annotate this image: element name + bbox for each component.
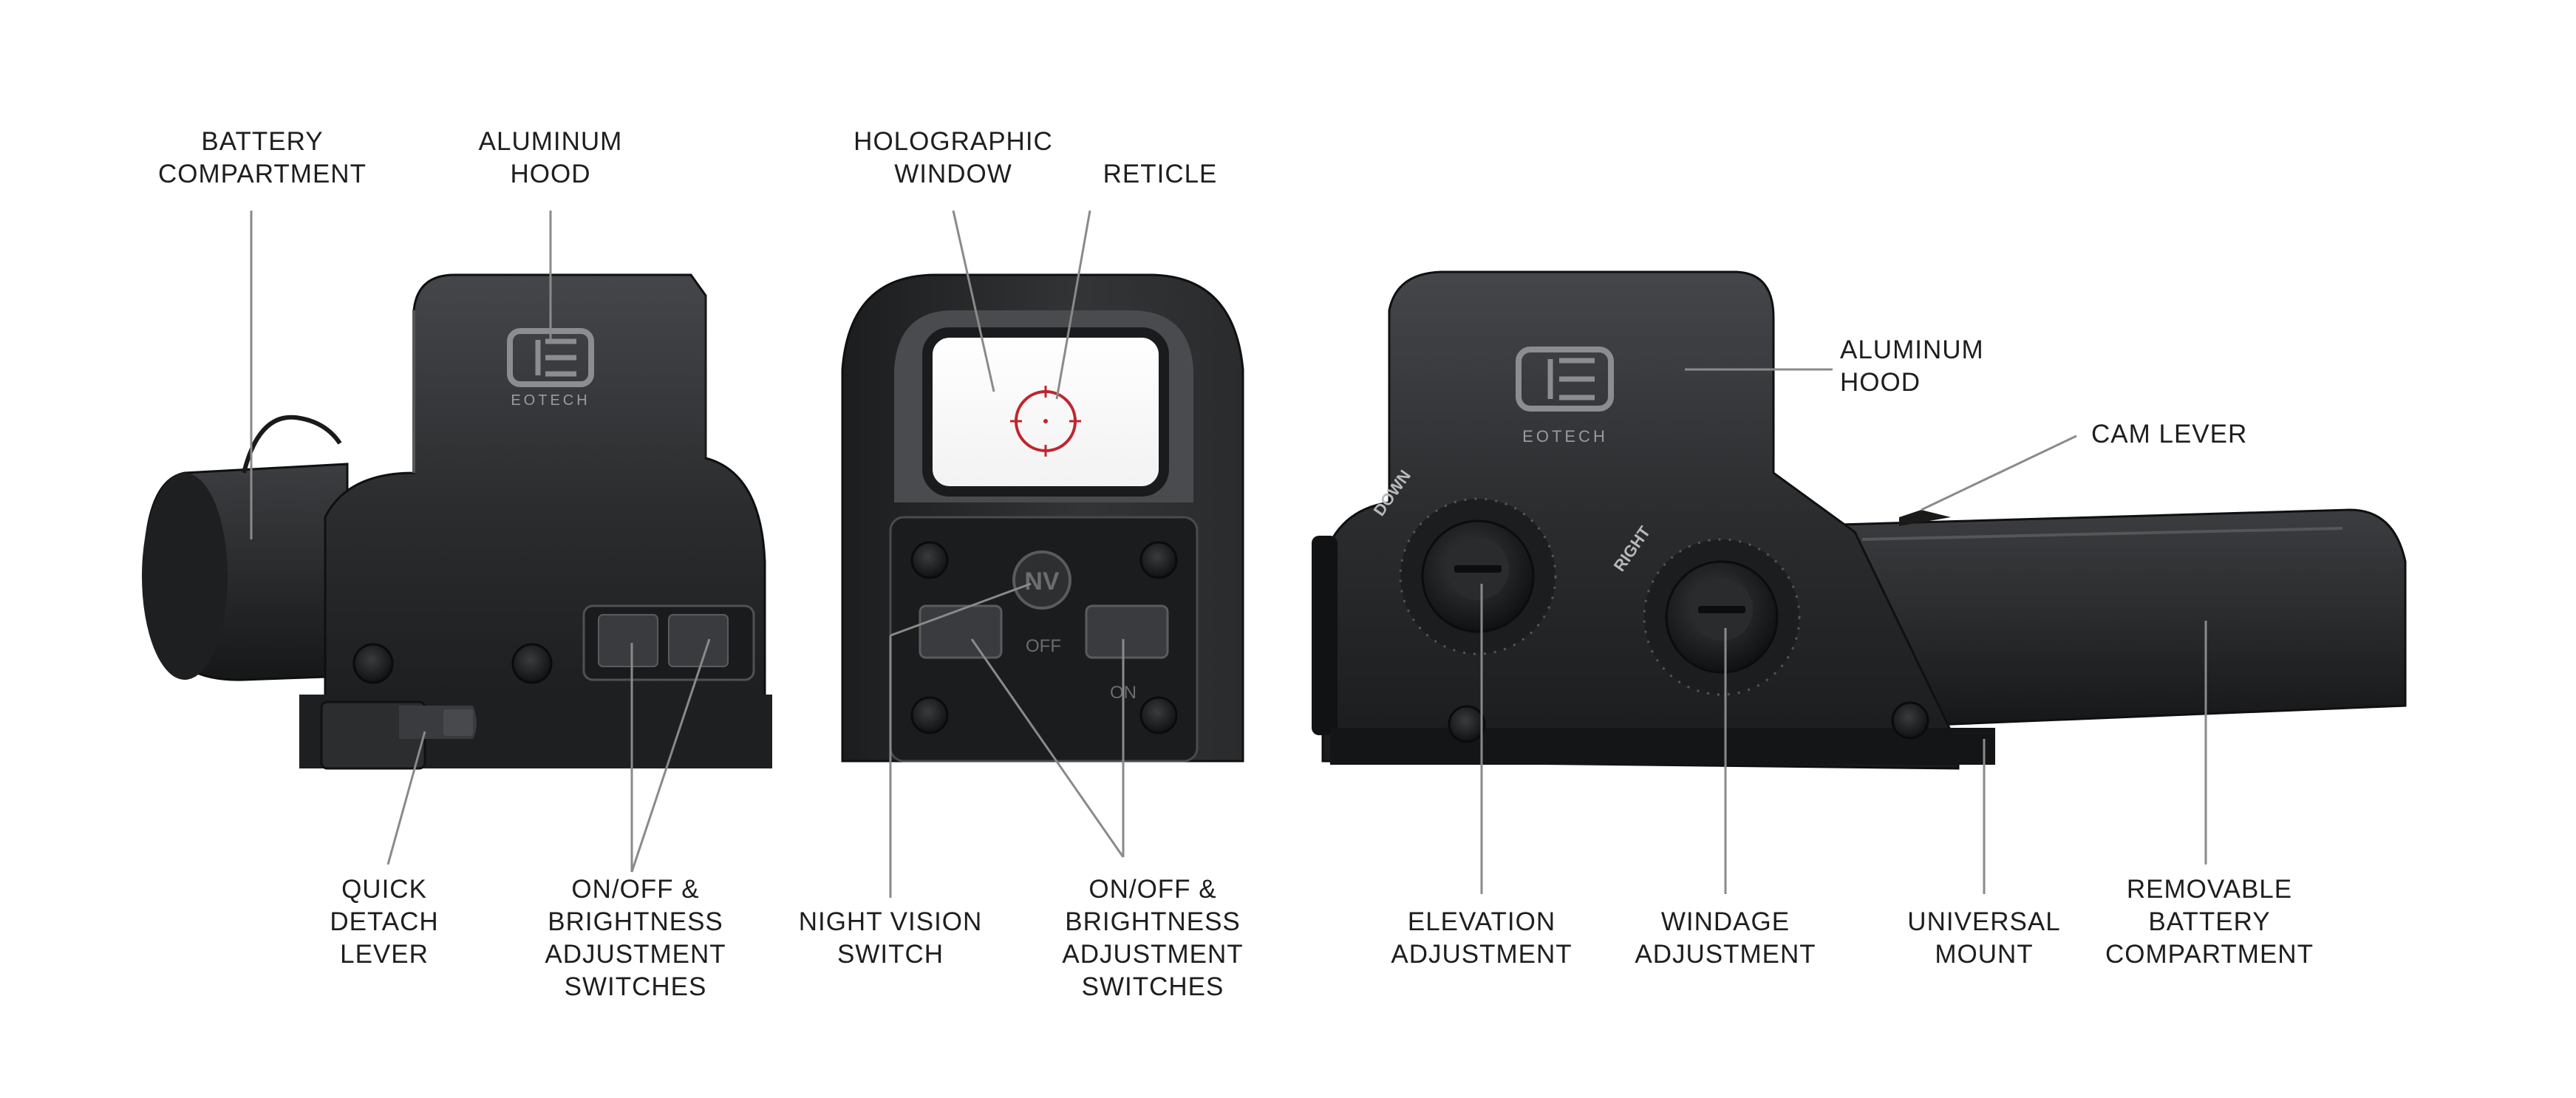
leader-quick-detach [386, 731, 426, 865]
leader-night-vision-b [890, 582, 1032, 637]
mount-rail [1330, 728, 1995, 765]
left-view: EOTECH [142, 273, 772, 770]
cam-lever-shape [1899, 510, 1951, 526]
leader-switches-center-a [970, 638, 1125, 858]
holographic-window-glass [922, 327, 1169, 497]
label-reticle: RETICLE [1103, 160, 1218, 188]
leader-lines [250, 210, 2207, 898]
label-cam-lever: CAM LEVER [2091, 420, 2248, 449]
battery-tube [1839, 508, 2407, 729]
leader-holographic-window [952, 210, 995, 392]
brand-text-right: EOTECH [1522, 427, 1608, 446]
nv-button-text: NV [1024, 567, 1060, 596]
off-marking: OFF [1026, 636, 1061, 656]
leader-reticle [1055, 210, 1091, 400]
leader-cam-lever [1921, 434, 2077, 511]
nv-button [1012, 550, 1071, 610]
brand-text-left: EOTECH [511, 392, 590, 409]
leader-switches-left-b [630, 638, 711, 873]
center-view: NV OFF ON [841, 273, 1244, 763]
reticle-mark [1010, 386, 1081, 457]
